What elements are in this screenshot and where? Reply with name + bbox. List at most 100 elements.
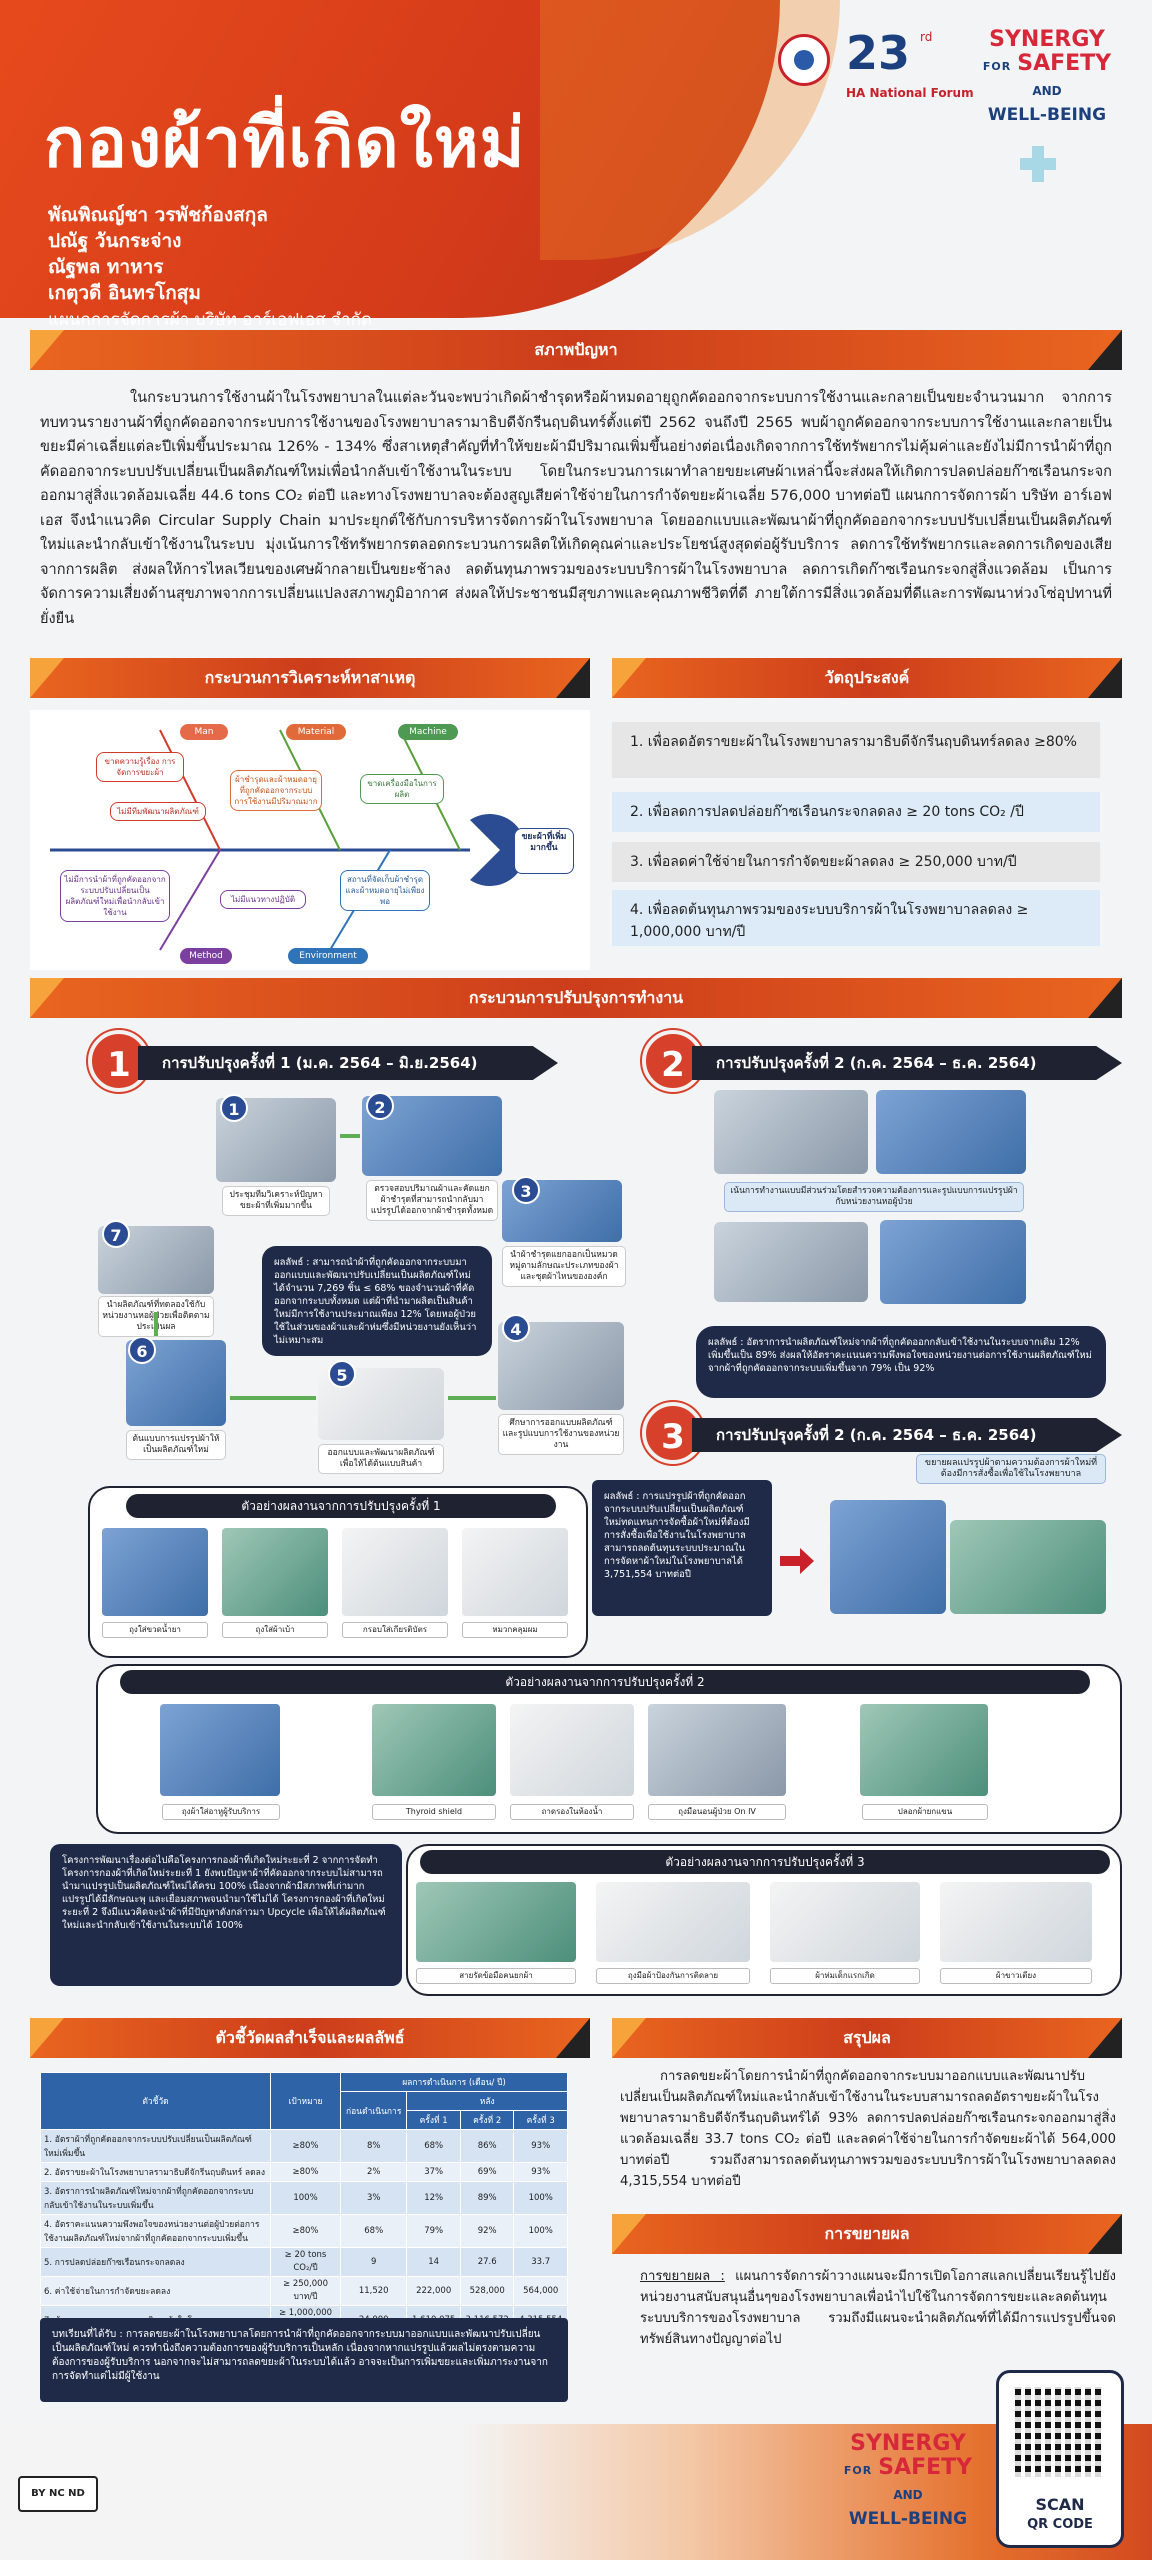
kpi-header-indicator: ตัวชี้วัด bbox=[40, 2072, 271, 2130]
kpi-indicator-cell: 6. ค่าใช้จ่ายในการกำจัดขยะลดลง bbox=[40, 2276, 271, 2306]
step3-result-box: ผลลัพธ์ : การแปรรูปผ้าที่ถูกคัดออกจากระบ… bbox=[592, 1480, 772, 1616]
step1-num-4: 4 bbox=[502, 1314, 530, 1342]
synergy-safety: SAFETY bbox=[1017, 51, 1112, 76]
example2-caption-2: Thyroid shield bbox=[372, 1804, 496, 1820]
author-3: ณัฐพล ทาหาร bbox=[48, 256, 164, 278]
kpi-header-round-1: ครั้งที่ 1 bbox=[406, 2110, 461, 2130]
rca-cause: ขาดความรู้เรื่อง การจัดการขยะผ้า bbox=[96, 752, 184, 782]
arrow-head-icon bbox=[800, 1548, 814, 1574]
step1-caption-6: ต้นแบบการแปรรูปผ้าให้เป็นผลิตภัณฑ์ใหม่ bbox=[126, 1430, 226, 1460]
rca-cause: ผ้าชำรุดและผ้าหมดอายุที่ถูกคัดออกจากระบบ… bbox=[230, 770, 322, 811]
kpi-value-cell: 68% bbox=[339, 2214, 408, 2248]
kpi-value-cell: 100% bbox=[513, 2214, 568, 2248]
kpi-value-cell: 93% bbox=[513, 2162, 568, 2182]
ha-emblem-logo bbox=[778, 34, 830, 86]
rca-category-method: Method bbox=[180, 948, 232, 964]
kpi-value-cell: 8% bbox=[339, 2129, 408, 2163]
example1-caption-2: ถุงใส่ผ้าเบ้า bbox=[222, 1622, 328, 1638]
example2-title: ตัวอย่างผลงานจากการปรับปรุงครั้งที่ 2 bbox=[120, 1670, 1090, 1694]
footer-synergy-and: AND bbox=[893, 2488, 923, 2502]
kpi-value-cell: 92% bbox=[459, 2214, 515, 2248]
synergy-wellbeing: WELL-BEING bbox=[987, 105, 1107, 125]
example2-photo-4 bbox=[648, 1704, 786, 1796]
expansion-text: การขยายผล : แผนการจัดการผ้าวางแผนจะมีการ… bbox=[640, 2266, 1116, 2350]
qr-card[interactable]: SCAN QR CODE bbox=[996, 2370, 1124, 2548]
step2-photo-3 bbox=[714, 1222, 868, 1302]
kpi-value-cell: 11,520 bbox=[339, 2276, 408, 2306]
cc-license-badge: BY NC ND bbox=[18, 2476, 98, 2512]
kpi-value-cell: 100% bbox=[270, 2181, 341, 2215]
objective-4: 4. เพื่อลดต้นทุนภาพรวมของระบบบริการผ้าใน… bbox=[612, 890, 1100, 946]
expansion-body: แผนการจัดการผ้าวางแผนจะมีการเปิดโอกาสแลก… bbox=[640, 2269, 1116, 2347]
step3-caption: ขยายผลแปรรูปผ้าตามความต้องการผ้าใหม่ที่ต… bbox=[916, 1454, 1106, 1484]
flow-arrow bbox=[230, 1396, 316, 1400]
example3-photo-4 bbox=[940, 1882, 1092, 1962]
qr-code-label: QR CODE bbox=[1027, 2517, 1093, 2532]
example3-photo-2 bbox=[596, 1882, 750, 1962]
flow-arrow bbox=[154, 1312, 158, 1336]
step2-result-box: ผลลัพธ์ : อัตราการนำผลิตภัณฑ์ใหม่จากผ้าท… bbox=[696, 1326, 1106, 1398]
kpi-value-cell: 222,000 bbox=[406, 2276, 461, 2306]
step2-photo-1 bbox=[714, 1090, 868, 1174]
kpi-value-cell: 100% bbox=[513, 2181, 568, 2215]
example2-caption-1: ถุงผ้าใส่อาหูผู้รับบริการ bbox=[162, 1804, 280, 1820]
ha-forum-suffix: rd bbox=[920, 30, 933, 44]
expansion-lead: การขยายผล : bbox=[640, 2269, 725, 2284]
example1-title: ตัวอย่างผลงานจากการปรับปรุงครั้งที่ 1 bbox=[126, 1494, 556, 1518]
rca-effect: ขยะผ้าที่เพิ่มมากขึ้น bbox=[514, 828, 574, 874]
qr-scan-label: SCAN bbox=[1035, 2495, 1085, 2514]
kpi-value-cell: ≥ 20 tons CO₂/ปี bbox=[270, 2247, 341, 2277]
step1-num-2: 2 bbox=[366, 1092, 394, 1120]
example1-photo-2 bbox=[222, 1528, 328, 1616]
example2-photo-2 bbox=[372, 1704, 496, 1796]
objective-1: 1. เพื่อลดอัตราขยะผ้าในโรงพยาบาลรามาธิบด… bbox=[612, 722, 1100, 778]
kpi-value-cell: ≥80% bbox=[270, 2162, 341, 2182]
author-1: พัณพิณญ์ชา วรพัชก้องสกุล bbox=[48, 204, 268, 226]
section-problem-heading: สภาพปัญหา bbox=[30, 330, 1122, 370]
author-2: ปณัฐ วันกระจ่าง bbox=[48, 230, 182, 252]
author-4: เกตุวดี อินทรโกสุม bbox=[48, 282, 201, 304]
objective-2: 2. เพื่อลดการปลดปล่อยก๊าซเรือนกระจกลดลง … bbox=[612, 792, 1100, 832]
step3-photo-2 bbox=[950, 1520, 1106, 1614]
step1-num-5: 5 bbox=[328, 1360, 356, 1388]
example1-photo-3 bbox=[342, 1528, 448, 1616]
step1-result-box: ผลลัพธ์ : สามารถนำผ้าที่ถูกคัดออกจากระบบ… bbox=[262, 1246, 492, 1356]
kpi-value-cell: 68% bbox=[406, 2129, 461, 2163]
example2-caption-5: ปลอกผ้ายกแขน bbox=[862, 1804, 988, 1820]
kpi-value-cell: 12% bbox=[406, 2181, 461, 2215]
example1-caption-1: ถุงใส่ขวดน้ำยา bbox=[102, 1622, 208, 1638]
rca-category-material: Material bbox=[286, 724, 346, 740]
kpi-value-cell: ≥80% bbox=[270, 2214, 341, 2248]
synergy-and: AND bbox=[1032, 84, 1062, 98]
example1-photo-1 bbox=[102, 1528, 208, 1616]
kpi-table-row: 4. อัตราคะแนนความพึงพอใจของหน่วยงานต่อผู… bbox=[40, 2214, 568, 2248]
kpi-value-cell: 3% bbox=[339, 2181, 408, 2215]
section-kpi-heading: ตัวชี้วัดผลสำเร็จและผลลัพธ์ bbox=[30, 2018, 590, 2058]
kpi-table-body: 1. อัตราผ้าที่ถูกคัดออกจากระบบปรับเปลี่ย… bbox=[40, 2129, 568, 2335]
flow-arrow bbox=[448, 1396, 496, 1400]
kpi-value-cell: 528,000 bbox=[459, 2276, 515, 2306]
example1-caption-4: หมวกคลุมผม bbox=[462, 1622, 568, 1638]
kpi-header-target: เป้าหมาย bbox=[270, 2072, 341, 2130]
section-objectives-heading: วัตถุประสงค์ bbox=[612, 658, 1122, 698]
example2-photo-5 bbox=[860, 1704, 988, 1796]
kpi-value-cell: 27.6 bbox=[459, 2247, 515, 2277]
kpi-header-before: ก่อนดำเนินการ bbox=[339, 2091, 408, 2130]
rca-cause: ขาดเครื่องมือในการผลิต bbox=[360, 774, 444, 804]
kpi-table-row: 5. การปลดปล่อยก๊าซเรือนกระจกลดลง≥ 20 ton… bbox=[40, 2247, 568, 2277]
rca-cause: ไม่มีแนวทางปฏิบัติ bbox=[220, 890, 306, 909]
example2-caption-4: ถุงมือนอนผู้ป่วย On IV bbox=[648, 1804, 786, 1820]
step1-num-6: 6 bbox=[128, 1336, 156, 1364]
kpi-value-cell: 86% bbox=[459, 2129, 515, 2163]
kpi-value-cell: 14 bbox=[406, 2247, 461, 2277]
footer-synergy-for: FOR bbox=[843, 2464, 873, 2477]
lesson-box: บทเรียนที่ได้รับ : การลดขยะผ้าในโรงพยาบา… bbox=[40, 2318, 568, 2402]
footer-synergy-logo: SYNERGY FOR SAFETY AND WELL-BEING bbox=[818, 2432, 998, 2531]
kpi-header-result: ผลการดำเนินการ (เดือน/ ปี) bbox=[340, 2072, 568, 2092]
ha-forum-number: 23 bbox=[846, 26, 911, 80]
step1-num-1: 1 bbox=[220, 1094, 248, 1122]
kpi-value-cell: 564,000 bbox=[513, 2276, 568, 2306]
section-expansion-heading: การขยายผล bbox=[612, 2214, 1122, 2254]
footer-synergy-word: SYNERGY bbox=[850, 2431, 966, 2456]
kpi-value-cell: 69% bbox=[459, 2162, 515, 2182]
